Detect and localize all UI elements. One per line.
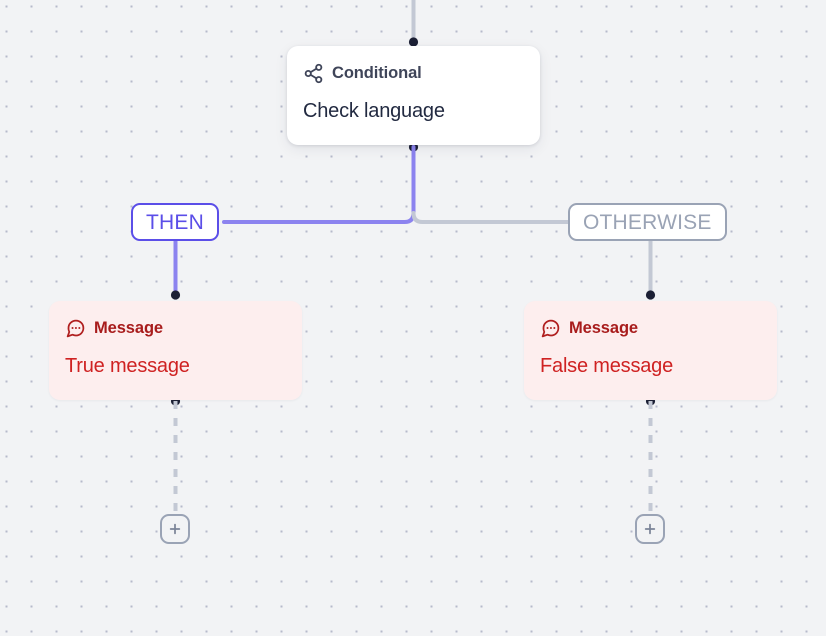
plus-icon <box>642 521 658 537</box>
add-node-button-false-branch[interactable] <box>635 514 665 544</box>
node-message-true-type-label: Message <box>94 319 164 338</box>
node-conditional-title: Check language <box>303 100 445 122</box>
node-conditional-type-label: Conditional <box>332 64 422 83</box>
edge-conditional-to-then <box>222 145 416 224</box>
node-message-true-title: True message <box>65 355 190 377</box>
node-message-false-type-label: Message <box>569 319 639 338</box>
node-message-false-header: Message <box>540 318 761 339</box>
message-bubble-icon <box>540 318 561 339</box>
message-bubble-icon <box>65 318 86 339</box>
edge-endpoint-dot-true-message-top <box>170 290 181 300</box>
node-message-false-title: False message <box>540 355 674 377</box>
node-message-true-header: Message <box>65 318 286 339</box>
node-message-true[interactable]: Message True message <box>49 301 302 400</box>
node-conditional-header: Conditional <box>303 63 524 84</box>
plus-icon <box>167 521 183 537</box>
branch-badge-otherwise-label: OTHERWISE <box>583 210 712 234</box>
node-conditional[interactable]: Conditional Check language <box>287 46 540 145</box>
branch-badge-then-label: THEN <box>146 210 204 234</box>
edge-conditional-to-otherwise <box>411 211 570 224</box>
edge-endpoint-dot-false-message-top <box>645 290 656 300</box>
share-nodes-icon <box>303 63 324 84</box>
branch-badge-otherwise[interactable]: OTHERWISE <box>568 203 727 241</box>
node-message-false[interactable]: Message False message <box>524 301 777 400</box>
add-node-button-true-branch[interactable] <box>160 514 190 544</box>
branch-badge-then[interactable]: THEN <box>131 203 219 241</box>
